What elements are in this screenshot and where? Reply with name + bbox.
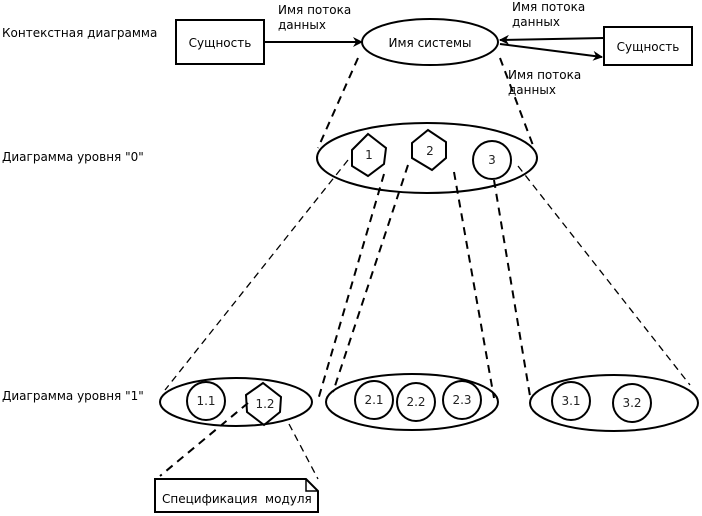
system-label: Имя системы [389, 36, 472, 50]
level1-group-1: 1.1 1.2 [159, 377, 313, 427]
process-1-label: 1 [365, 148, 373, 162]
decomposition-line [288, 423, 319, 480]
level1-group-2: 2.1 2.2 2.3 [325, 373, 499, 431]
entity-right: Сущность [603, 26, 693, 66]
decomposition-line [493, 179, 531, 397]
process-3-1 [551, 381, 591, 421]
decomposition-line [332, 164, 409, 393]
process-2-1-label: 2.1 [364, 393, 383, 407]
level0-group: 1 2 3 [316, 122, 538, 194]
decomposition-line [499, 57, 535, 149]
process-2 [411, 128, 447, 172]
module-spec-label: Спецификация модуля [162, 492, 312, 506]
process-2-1 [354, 380, 394, 420]
decomposition-line [159, 402, 249, 477]
module-spec-note: Спецификация модуля [154, 478, 319, 513]
process-3-2-label: 3.2 [622, 396, 641, 410]
flow-left-line2: данных [278, 18, 326, 32]
decomposition-line [453, 171, 495, 399]
process-3 [472, 140, 512, 180]
entity-right-label: Сущность [617, 40, 680, 54]
process-3-2 [612, 383, 652, 423]
process-3-1-label: 3.1 [561, 394, 580, 408]
process-1 [351, 132, 388, 178]
flow-right-in-line1: Имя потока [512, 0, 585, 14]
level-label-0: Диаграмма уровня "0" [2, 150, 144, 164]
process-2-2-label: 2.2 [406, 395, 425, 409]
entity-left: Сущность [175, 19, 265, 65]
decomposition-line [317, 57, 359, 149]
flow-arrow-right-out [499, 43, 603, 61]
flow-left-line1: Имя потока [278, 3, 351, 17]
process-1-1-label: 1.1 [196, 394, 215, 408]
flow-arrow-right-in [499, 34, 605, 45]
decomposition-line [164, 159, 349, 391]
flow-right-out-line2: данных [508, 83, 556, 97]
level-label-1: Диаграмма уровня "1" [2, 389, 144, 403]
process-2-label: 2 [426, 144, 434, 158]
process-2-3-label: 2.3 [452, 393, 471, 407]
level1-group-3: 3.1 3.2 [529, 374, 699, 432]
system-process: Имя системы [361, 18, 499, 66]
process-1-2-label: 1.2 [255, 397, 274, 411]
level-label-context: Контекстная диаграмма [2, 26, 157, 40]
process-1-1 [186, 381, 226, 421]
process-1-2 [244, 381, 283, 427]
process-2-2 [396, 382, 436, 422]
flow-right-out-line1: Имя потока [508, 68, 581, 82]
decomposition-line [317, 173, 385, 401]
flow-right-in-line2: данных [512, 15, 560, 29]
process-3-label: 3 [488, 153, 496, 167]
process-2-3 [442, 380, 482, 420]
entity-left-label: Сущность [189, 36, 252, 50]
decomposition-line [517, 165, 691, 386]
